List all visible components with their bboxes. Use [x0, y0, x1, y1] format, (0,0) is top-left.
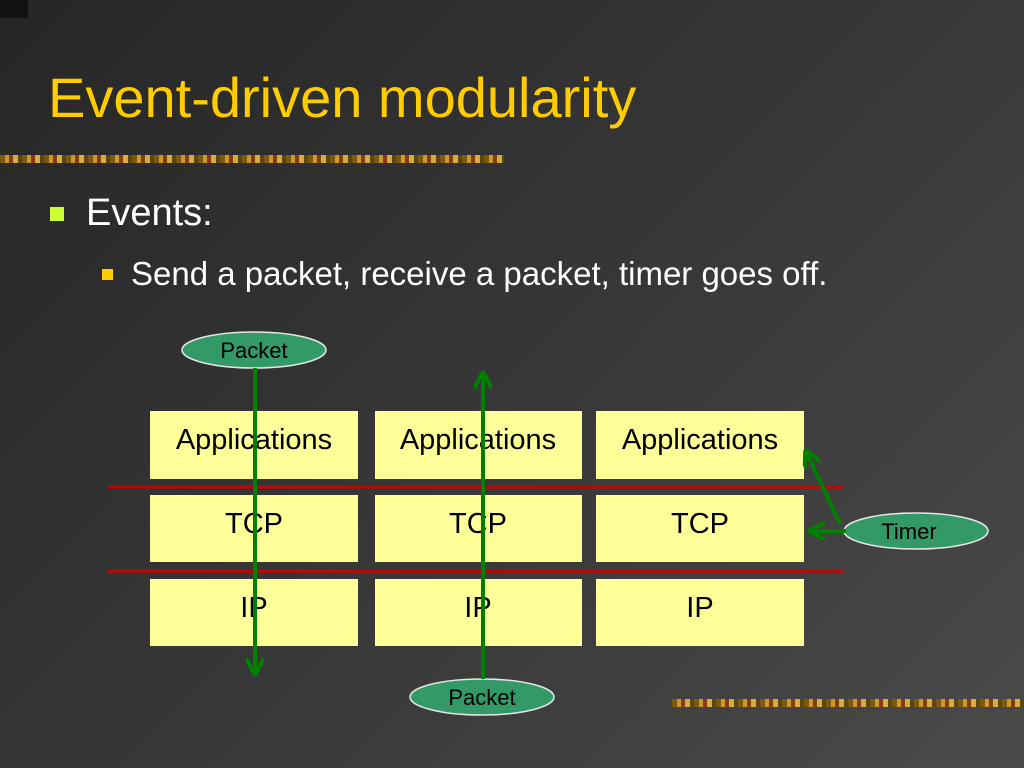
stack3-applications-label: Applications: [622, 424, 778, 456]
stack2-tcp-box: [375, 495, 582, 562]
stack3-tcp-box: [596, 495, 804, 562]
decorative-bar-top: [0, 155, 504, 163]
stack3-ip-box: [596, 579, 804, 646]
bullet-events: Events:: [50, 192, 213, 235]
stack3-tcp-label: TCP: [671, 508, 729, 540]
packet-oval-top-label: Packet: [220, 338, 287, 363]
slide-title: Event-driven modularity: [48, 66, 637, 129]
arrow-timer-to-applications: [806, 451, 842, 525]
stack2-tcp-label: TCP: [449, 508, 507, 540]
decorative-bar-bottom: [672, 699, 1024, 707]
corner-mark: [0, 0, 28, 18]
stack3-applications-box: [596, 411, 804, 479]
sub-bullet-text: Send a packet, receive a packet, timer g…: [131, 255, 828, 292]
sub-bullet-event-list: Send a packet, receive a packet, timer g…: [102, 255, 827, 293]
stack2-ip-label: IP: [464, 592, 491, 624]
stack2-ip-box: [375, 579, 582, 646]
packet-oval-bottom-label: Packet: [448, 685, 515, 710]
square-bullet-icon: [102, 268, 113, 280]
stack3-ip-label: IP: [686, 592, 713, 624]
timer-oval-label: Timer: [881, 519, 936, 544]
stack2-applications-box: [375, 411, 582, 479]
bullet-events-text: Events:: [86, 192, 213, 234]
square-bullet-icon: [50, 206, 64, 221]
stack2-applications-label: Applications: [400, 424, 556, 456]
